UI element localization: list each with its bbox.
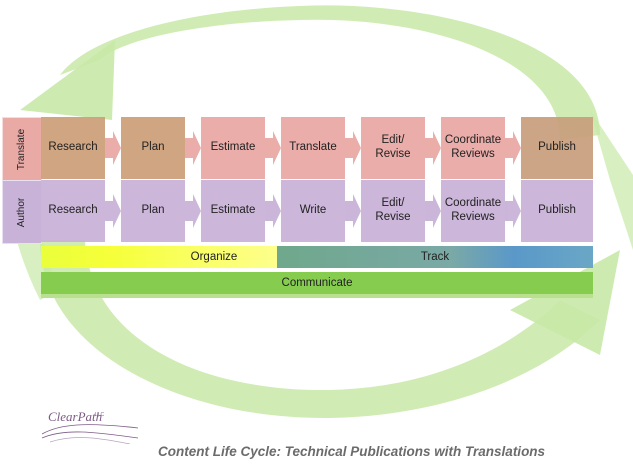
author-step-write: Write: [281, 180, 345, 242]
row-label-translate-text: Translate: [16, 128, 28, 170]
clearpath-logo: [41, 424, 139, 444]
author-step-edit-revise: Edit/ Revise: [361, 180, 425, 242]
track-bar: Track: [277, 246, 593, 268]
author-step-research: Research: [41, 180, 105, 242]
translate-step-plan: Plan: [121, 117, 185, 179]
communicate-label: Communicate: [281, 277, 353, 289]
cycle-arrow-top-head: [20, 40, 115, 120]
author-step-coordinate-reviews: Coordinate Reviews: [441, 180, 505, 242]
logo-name: ClearPath: [48, 409, 103, 424]
author-step-plan: Plan: [121, 180, 185, 242]
author-step-publish: Publish: [521, 180, 593, 242]
cycle-arrow-right: [590, 110, 633, 250]
translate-step-coordinate-reviews: Coordinate Reviews: [441, 117, 505, 179]
diagram-caption: Content Life Cycle: Technical Publicatio…: [158, 444, 546, 459]
row-label-translate: Translate: [2, 117, 42, 181]
translate-step-estimate: Estimate: [201, 117, 265, 179]
cycle-arrow-top: [60, 5, 600, 140]
author-step-estimate: Estimate: [201, 180, 265, 242]
translate-step-research: Research: [41, 117, 105, 179]
row-label-author-text: Author: [16, 197, 28, 227]
translate-step-edit-revise: Edit/ Revise: [361, 117, 425, 179]
track-label: Track: [420, 251, 450, 263]
translate-step-translate: Translate: [281, 117, 345, 179]
cycle-arrow-bottom: [40, 240, 600, 419]
organize-bar: Organize: [41, 246, 277, 268]
communicate-bar: Communicate: [41, 272, 593, 294]
translate-step-publish: Publish: [521, 117, 593, 179]
row-label-author: Author: [2, 180, 42, 244]
organize-label: Organize: [190, 251, 238, 263]
logo-suffix: LLC: [95, 412, 105, 418]
communicate-bar-shadow: [41, 294, 593, 298]
